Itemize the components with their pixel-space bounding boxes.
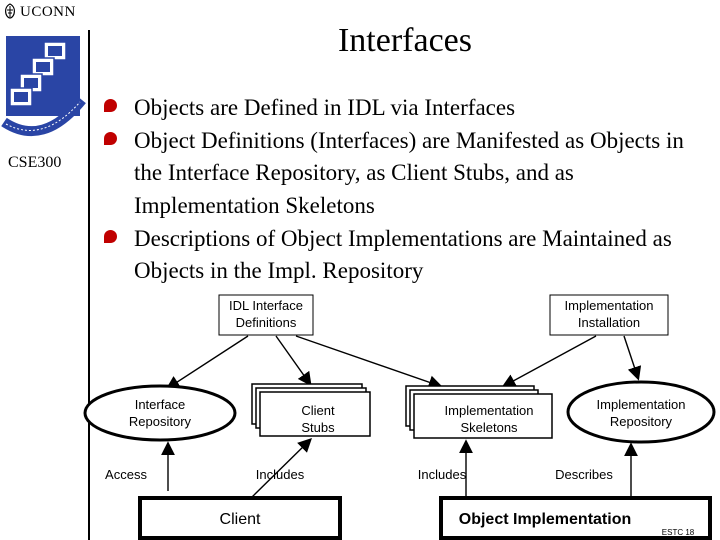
bullet-item: Descriptions of Object Implementations a… xyxy=(92,223,717,288)
label-access: Access xyxy=(105,467,147,482)
bullet-text: Object Definitions (Interfaces) are Mani… xyxy=(134,127,684,218)
sidebar: UCONN CSE300 xyxy=(0,0,88,540)
bullet-marker-icon xyxy=(102,96,118,112)
skel-label-1: Implementation xyxy=(445,403,534,418)
idl-label-1: IDL Interface xyxy=(229,298,303,313)
bullet-item: Objects are Defined in IDL via Interface… xyxy=(92,92,717,125)
install-label-2: Installation xyxy=(578,315,640,330)
idl-definitions-box: IDL Interface Definitions xyxy=(218,294,314,336)
label-includes-impl: Includes xyxy=(418,467,467,482)
interface-repository-node: Interface Repository xyxy=(83,384,237,442)
oak-leaf-seal-icon xyxy=(5,3,15,19)
install-label-1: Implementation xyxy=(565,298,654,313)
client-box: Client xyxy=(138,496,342,540)
object-implementation-box: Object Implementation ESTC 18 xyxy=(439,496,712,540)
object-impl-label: Object Implementation xyxy=(459,511,631,528)
client-stubs-node: Client Stubs xyxy=(251,383,371,437)
bullet-marker-icon xyxy=(102,129,118,145)
bullet-item: Object Definitions (Interfaces) are Mani… xyxy=(92,125,717,223)
client-label: Client xyxy=(220,511,261,528)
arrow-install-to-skeletons xyxy=(501,335,597,388)
label-includes-client: Includes xyxy=(256,467,305,482)
arrow-idl-to-iface-repo xyxy=(165,335,249,390)
stubs-label-2: Stubs xyxy=(301,420,335,435)
slide-footer: ESTC 18 xyxy=(662,528,695,537)
implementation-installation-box: Implementation Installation xyxy=(549,294,669,336)
label-describes: Describes xyxy=(555,467,613,482)
idl-label-2: Definitions xyxy=(236,315,297,330)
bullet-text: Descriptions of Object Implementations a… xyxy=(134,225,672,284)
arrow-idl-to-stubs xyxy=(275,335,312,387)
implementation-skeletons-node: Implementation Skeletons xyxy=(405,385,553,439)
computer-science-engineering-logo-icon xyxy=(0,30,86,140)
impl-repo-label-2: Repository xyxy=(610,414,673,429)
arrow-idl-to-skeletons xyxy=(295,335,443,389)
stubs-label-1: Client xyxy=(301,403,335,418)
arrow-client-includes xyxy=(251,438,312,498)
skel-label-2: Skeletons xyxy=(460,420,518,435)
sidebar-divider xyxy=(88,30,90,540)
bullet-list: Objects are Defined in IDL via Interface… xyxy=(92,92,717,288)
course-code: CSE300 xyxy=(8,154,62,171)
impl-repo-label-1: Implementation xyxy=(597,397,686,412)
implementation-repository-node: Implementation Repository xyxy=(566,380,716,444)
iface-repo-label-1: Interface xyxy=(135,397,186,412)
slide-title: Interfaces xyxy=(337,22,472,59)
arrow-install-to-impl-repo xyxy=(623,335,642,381)
brand-text: UCONN xyxy=(20,4,76,20)
bullet-marker-icon xyxy=(102,227,118,243)
bullet-text: Objects are Defined in IDL via Interface… xyxy=(134,95,516,120)
iface-repo-label-2: Repository xyxy=(129,414,192,429)
uconn-brand: UCONN xyxy=(3,3,76,21)
